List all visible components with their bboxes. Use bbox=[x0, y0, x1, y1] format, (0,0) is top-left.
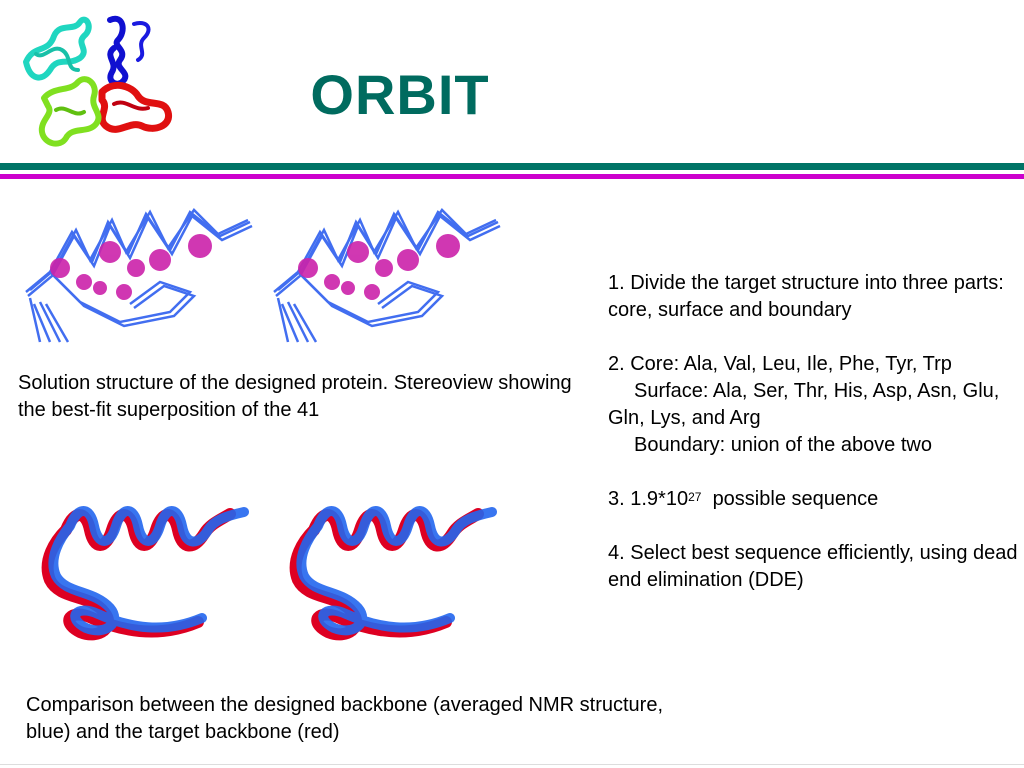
stereoview-left-image bbox=[25, 208, 253, 343]
step-3-rest: possible sequence bbox=[712, 488, 879, 510]
protein-ribbon-logo bbox=[23, 15, 173, 147]
step-3-exponent: 27 bbox=[688, 490, 702, 504]
step-2: 2. Core: Ala, Val, Leu, Ile, Phe, Tyr, T… bbox=[608, 351, 1024, 459]
stereoview-right-image bbox=[273, 208, 501, 343]
backbone-comparison-right-image bbox=[289, 506, 497, 641]
stereoview-caption: Solution structure of the designed prote… bbox=[18, 372, 572, 421]
backbone-comparison-left-image bbox=[41, 506, 249, 641]
step-2-core: 2. Core: Ala, Val, Leu, Ile, Phe, Tyr, T… bbox=[608, 353, 952, 375]
title-rule-teal bbox=[0, 163, 1024, 170]
step-2-surface: Surface: Ala, Ser, Thr, His, Asp, Asn, G… bbox=[608, 380, 1000, 429]
step-1: 1. Divide the target structure into thre… bbox=[608, 272, 1004, 321]
backbone-comparison-caption: Comparison between the designed backbone… bbox=[26, 694, 664, 743]
step-4: 4. Select best sequence efficiently, usi… bbox=[608, 542, 1018, 591]
method-steps: 1. Divide the target structure into thre… bbox=[608, 270, 1024, 621]
footer-rule bbox=[0, 764, 1024, 765]
slide-title: ORBIT bbox=[310, 63, 490, 126]
step-3: 3. 1.9*1027 possible sequence bbox=[608, 486, 1024, 513]
step-2-boundary: Boundary: union of the above two bbox=[634, 434, 932, 456]
title-rule-magenta bbox=[0, 174, 1024, 179]
step-3-base: 3. 1.9*10 bbox=[608, 488, 689, 510]
